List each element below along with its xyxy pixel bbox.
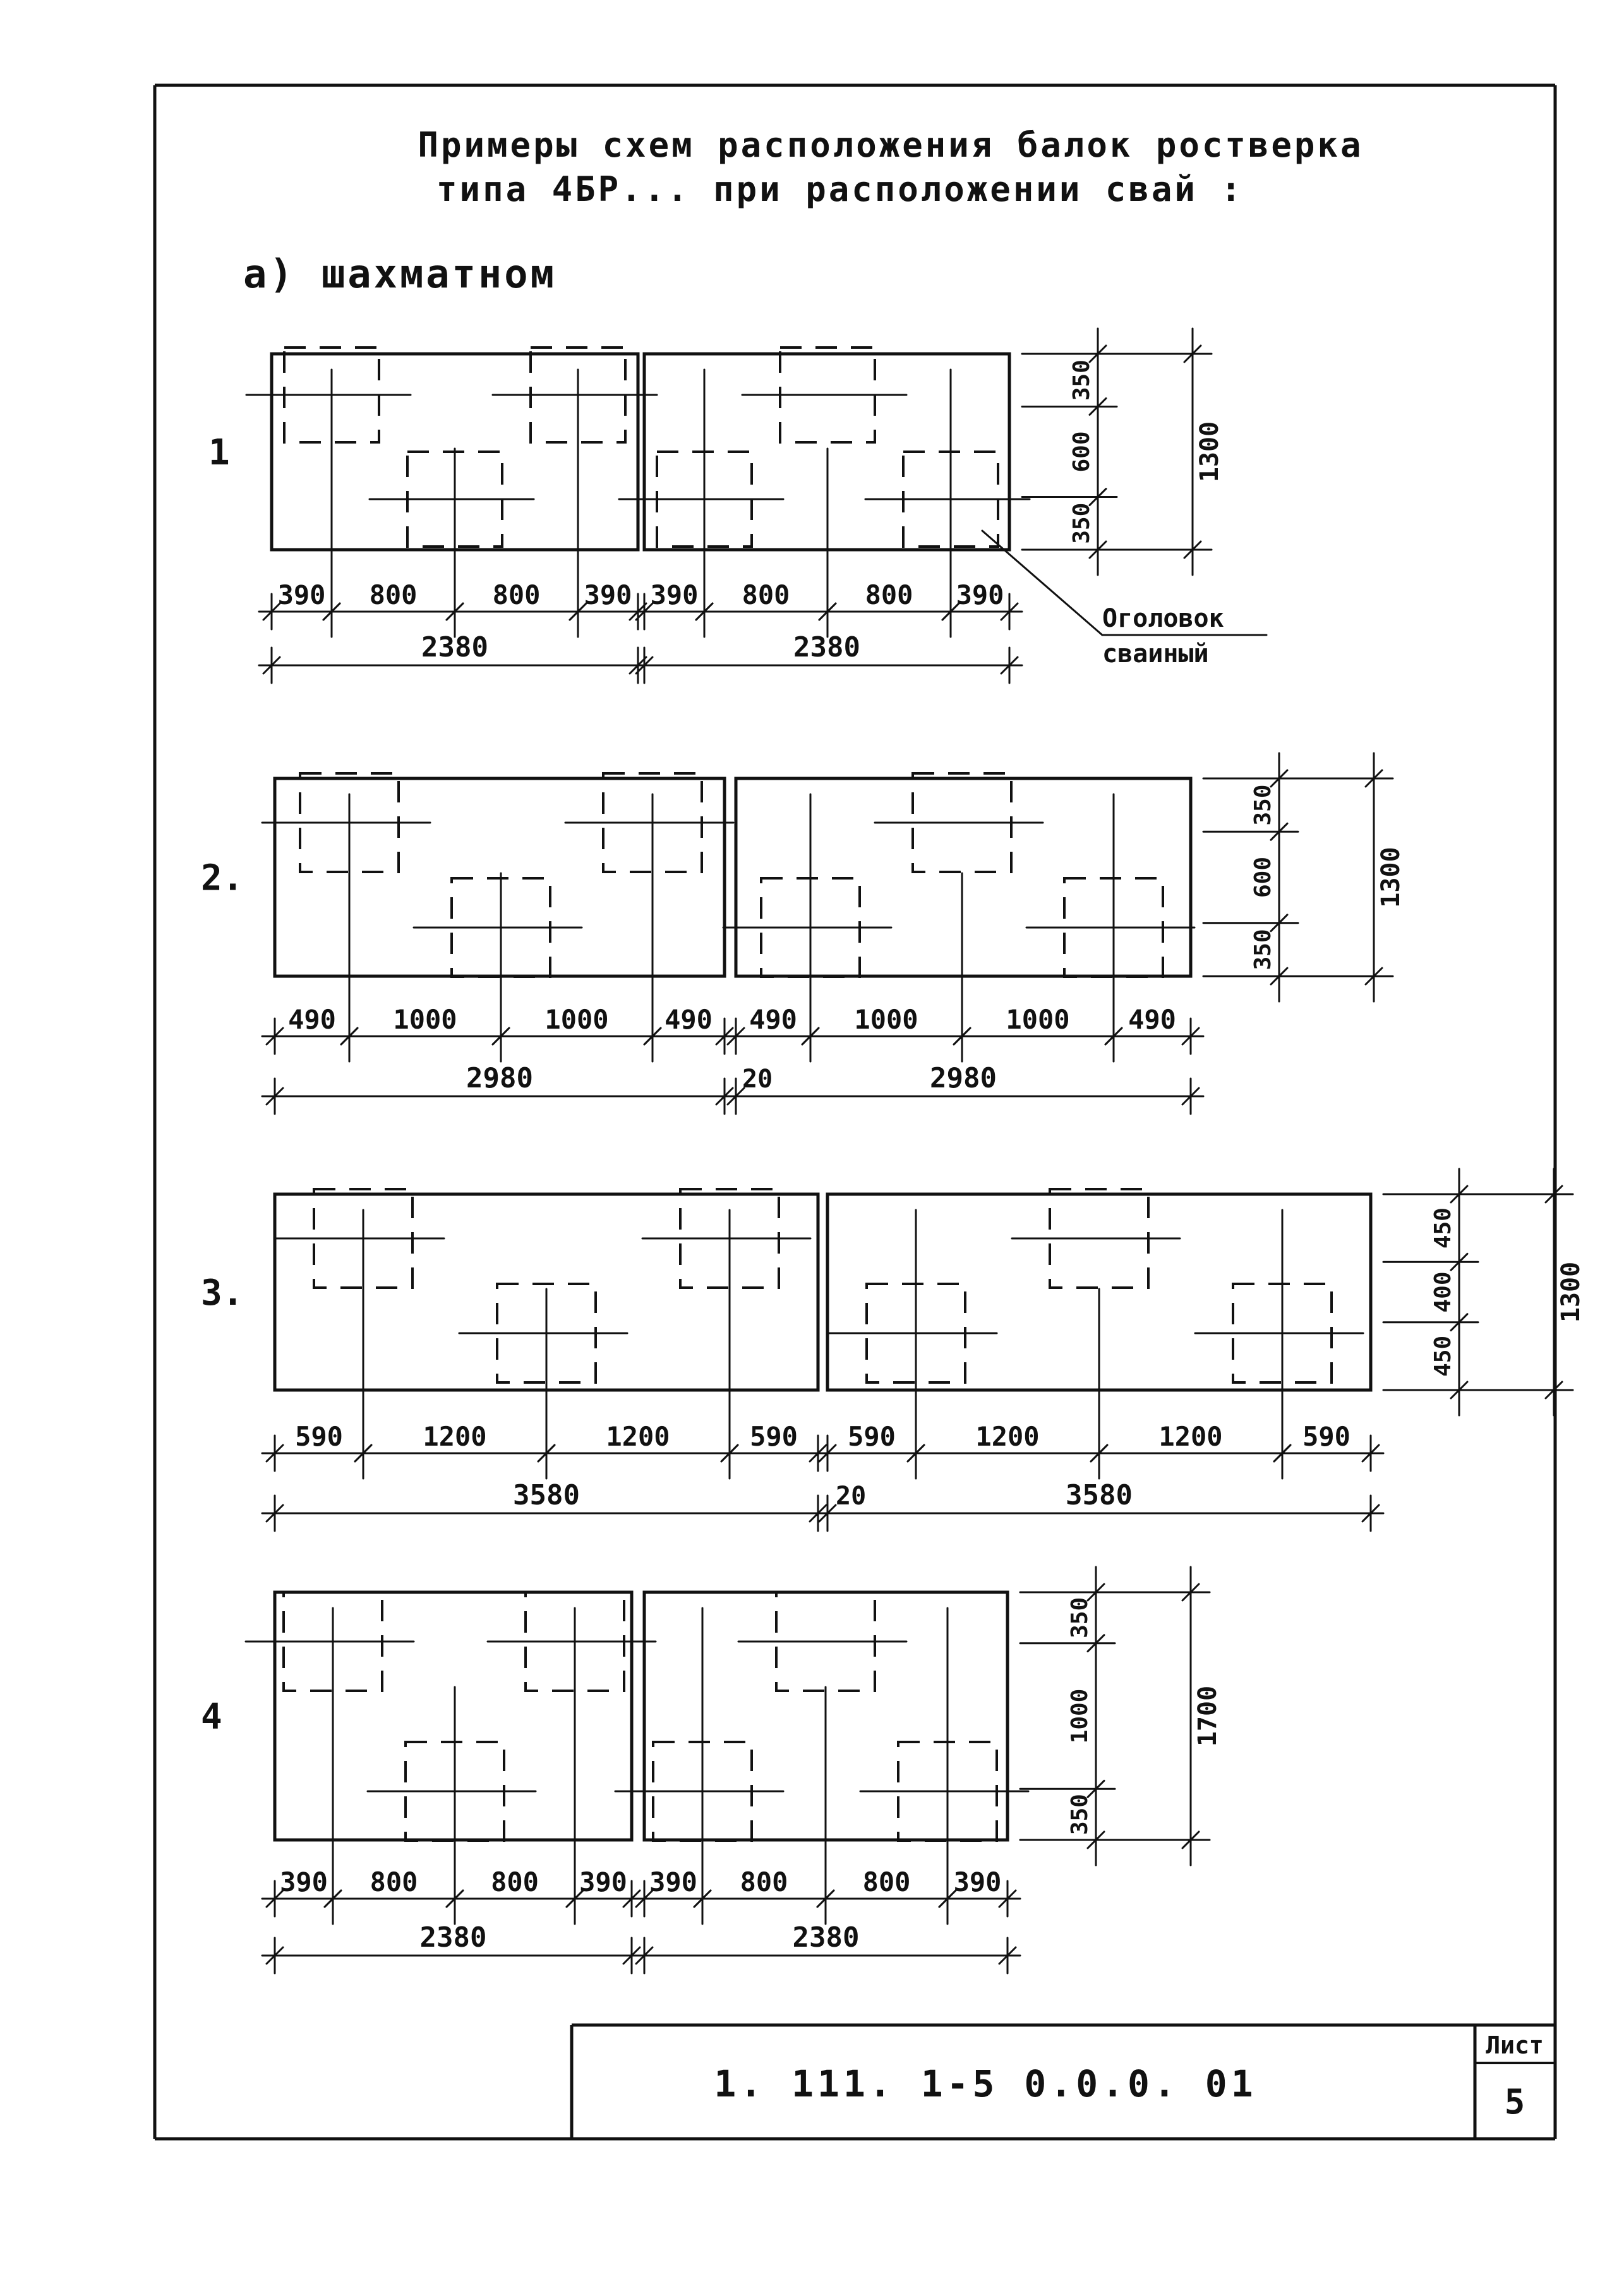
scheme-number: 4 (201, 1696, 222, 1738)
segment-dim: 590 (295, 1421, 343, 1452)
overall-dim-a: 3580 (513, 1479, 580, 1511)
scheme-3: 3. 590 1200 1200 590 590 1200 1200 590 3580 3580 20… (201, 1168, 1585, 1532)
vertical-dim: 350 (1250, 929, 1276, 970)
segment-dim: 1200 (423, 1421, 486, 1452)
drawing-code: 1. 111. 1-5 0.0.0. 01 (714, 2062, 1256, 2105)
segment-dim: 1200 (1158, 1421, 1222, 1452)
sheet-label: Лист (1486, 2031, 1544, 2059)
vertical-dim: 350 (1069, 360, 1095, 401)
callout-line-2: сваиный (1102, 639, 1209, 668)
segment-dim: 590 (1302, 1421, 1350, 1452)
segment-dim: 390 (584, 579, 632, 610)
scheme-number: 3. (201, 1273, 243, 1314)
segment-dim: 390 (278, 579, 326, 610)
scheme-number: 2. (201, 858, 243, 899)
overall-dim-a: 2380 (420, 1921, 487, 1954)
segment-dim: 800 (865, 579, 913, 610)
overall-dim-a: 2380 (421, 631, 488, 663)
vertical-dim: 1000 (1067, 1689, 1093, 1744)
segment-dim: 390 (280, 1866, 328, 1897)
segment-dim: 800 (370, 1866, 418, 1897)
segment-dim: 1000 (1006, 1004, 1069, 1035)
segment-dim: 800 (742, 579, 790, 610)
gap-dim: 20 (742, 1065, 773, 1094)
scheme-1: 1 390 800 800 390 390 800 800 390 2380 2380 350 600 3… (208, 327, 1224, 684)
vertical-dim: 350 (1250, 785, 1276, 826)
vertical-dim-total: 1300 (1195, 421, 1224, 482)
beam-b (734, 777, 1193, 978)
sheet-number: 5 (1505, 2082, 1525, 2122)
vertical-dim-total: 1300 (1376, 847, 1405, 907)
segment-dim: 390 (649, 1866, 697, 1897)
overall-dim-a: 2980 (466, 1062, 533, 1094)
vertical-dim-total: 1300 (1556, 1262, 1585, 1322)
segment-dim: 800 (491, 1866, 539, 1897)
segment-dim: 1000 (544, 1004, 608, 1035)
segment-dim: 390 (651, 579, 699, 610)
vertical-dim: 450 (1430, 1207, 1456, 1249)
section-heading: а) шахматном (243, 251, 556, 297)
scheme-list: 1 390 800 800 390 390 800 800 390 2380 2380 350 600 3… (201, 327, 1585, 1975)
title-line-1: Примеры схем расположения балок ростверк… (418, 125, 1364, 165)
segment-dim: 390 (954, 1866, 1002, 1897)
vertical-dim: 350 (1067, 1597, 1093, 1638)
segment-dim: 800 (740, 1866, 788, 1897)
title-line-2: типа 4БР... при расположении свай : (436, 169, 1244, 209)
segment-dim: 1000 (854, 1004, 918, 1035)
segment-dim: 800 (370, 579, 418, 610)
overall-dim-b: 2380 (793, 1921, 860, 1954)
segment-dim: 800 (493, 579, 541, 610)
overall-dim-b: 2380 (793, 631, 860, 663)
gap-dim: 20 (836, 1482, 866, 1511)
overall-dim-b: 3580 (1066, 1479, 1133, 1511)
segment-dim: 1200 (606, 1421, 670, 1452)
vertical-dim: 350 (1067, 1794, 1093, 1835)
segment-dim: 490 (288, 1004, 336, 1035)
sheet-frame (153, 83, 1557, 2141)
title-block: 1. 111. 1-5 0.0.0. 01 Лист 5 (570, 2023, 1556, 2139)
callout-line-1: Оголовок (1102, 604, 1224, 633)
pile-head-callout: Оголовок сваиный (981, 529, 1268, 668)
segment-dim: 490 (749, 1004, 797, 1035)
vertical-dim: 400 (1430, 1271, 1456, 1312)
segment-dim: 800 (863, 1866, 911, 1897)
scheme-4: 4 390 800 800 390 390 800 800 390 2380 2380 350 1000… (201, 1566, 1222, 1975)
segment-dim: 590 (848, 1421, 896, 1452)
segment-dim: 490 (1128, 1004, 1176, 1035)
segment-dim: 390 (956, 579, 1004, 610)
segment-dim: 590 (750, 1421, 798, 1452)
segment-dim: 1000 (393, 1004, 457, 1035)
segment-dim: 390 (579, 1866, 627, 1897)
vertical-dim: 600 (1069, 431, 1095, 472)
scheme-2: 2. 490 1000 1000 490 490 1000 1000 490 2980 2980 20… (201, 752, 1405, 1115)
segment-dim: 490 (665, 1004, 713, 1035)
vertical-dim: 450 (1430, 1336, 1456, 1377)
scheme-number: 1 (208, 432, 230, 473)
beam-a (273, 1590, 634, 1842)
overall-dim-b: 2980 (930, 1062, 997, 1094)
vertical-dim: 350 (1069, 503, 1095, 544)
vertical-dim-total: 1700 (1193, 1686, 1222, 1746)
segment-dim: 1200 (975, 1421, 1039, 1452)
vertical-dim: 600 (1250, 857, 1276, 898)
